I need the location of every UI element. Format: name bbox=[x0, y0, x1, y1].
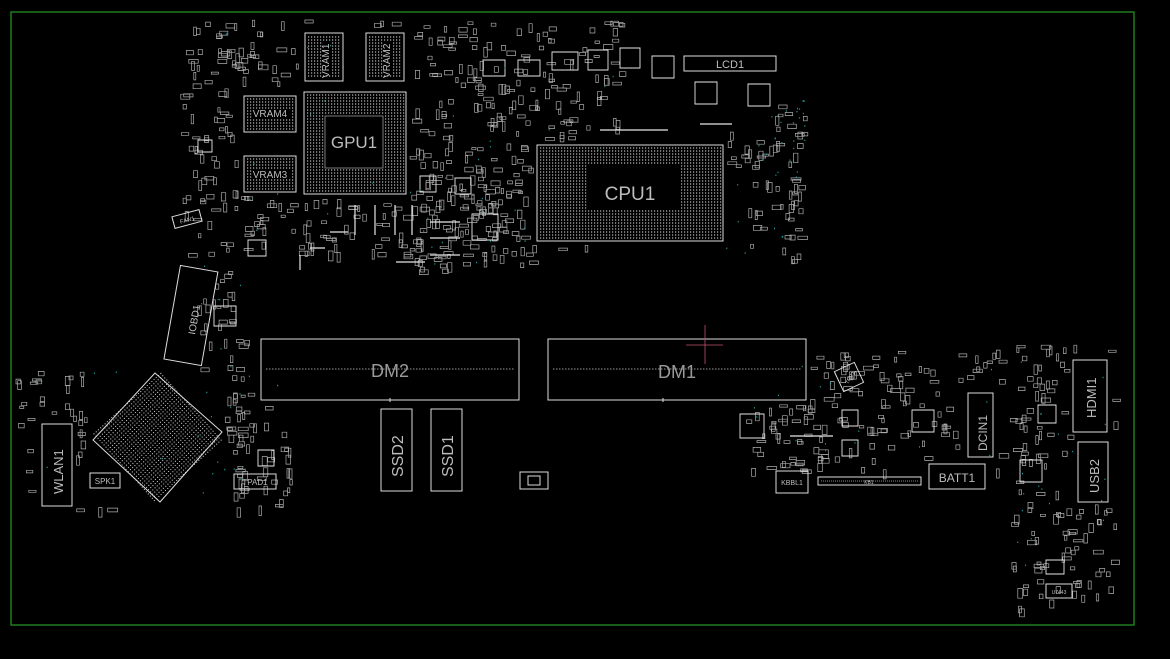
vram3-component[interactable]: VRAM3 bbox=[243, 155, 297, 193]
lcd-connector[interactable]: LCD1 bbox=[683, 55, 777, 72]
kb-connector[interactable]: KB1 bbox=[817, 476, 922, 486]
cpu-label: CPU1 bbox=[605, 184, 656, 205]
dm1-label: DM1 bbox=[658, 362, 696, 382]
cursor-crosshair bbox=[686, 325, 723, 364]
tpad-connector[interactable]: TPAD1 bbox=[233, 473, 277, 490]
small-components-layer bbox=[15, 19, 1121, 618]
spk-connector[interactable]: SPK1 bbox=[89, 472, 121, 489]
vram4-component[interactable]: VRAM4 bbox=[243, 95, 297, 133]
u7443-chip[interactable]: U7443 bbox=[1045, 583, 1073, 599]
kb-label: KB1 bbox=[864, 480, 874, 486]
batt-label: BATT1 bbox=[939, 471, 976, 485]
ssd1-slot[interactable]: SSD1 bbox=[430, 408, 463, 492]
board-outline bbox=[10, 11, 1135, 626]
vram1-component[interactable]: VRAM1 bbox=[304, 32, 344, 82]
wlan-label: WLAN1 bbox=[51, 449, 66, 494]
small-chip-center[interactable] bbox=[519, 471, 549, 490]
fan-connector[interactable]: FAN1 bbox=[171, 208, 203, 230]
dcin-connector[interactable]: DCIN1 bbox=[967, 392, 994, 458]
dcin-label: DCIN1 bbox=[976, 415, 990, 451]
ssd1-label: SSD1 bbox=[440, 435, 457, 477]
u7443-label: U7443 bbox=[1052, 590, 1067, 596]
gpu-label: GPU1 bbox=[331, 133, 377, 152]
usb2-connector[interactable]: USB2 bbox=[1077, 441, 1109, 503]
usb2-label: USB2 bbox=[1087, 459, 1102, 493]
hdmi-connector[interactable]: HDMI1 bbox=[1072, 359, 1108, 433]
gpu-component[interactable]: GPU1 bbox=[303, 91, 407, 195]
kbbl-connector[interactable]: KBBL1 bbox=[775, 470, 809, 494]
thm-label: THM1 bbox=[845, 370, 857, 385]
dm1-slot[interactable]: DM1 bbox=[547, 338, 807, 402]
fan-label: FAN1 bbox=[179, 216, 196, 226]
pch-chip[interactable] bbox=[92, 372, 223, 503]
iobd-label: IOBD1 bbox=[187, 304, 203, 336]
cpu-component[interactable]: CPU1 bbox=[536, 144, 724, 242]
dm2-label: DM2 bbox=[371, 361, 409, 381]
dm2-slot[interactable]: DM2 bbox=[260, 338, 520, 402]
batt-connector[interactable]: BATT1 bbox=[928, 463, 986, 490]
spk-label: SPK1 bbox=[95, 477, 116, 486]
wlan-connector[interactable]: WLAN1 bbox=[41, 423, 73, 507]
vram4-label: VRAM4 bbox=[253, 109, 288, 120]
vram2-label: VRAM2 bbox=[382, 43, 393, 78]
lcd-label: LCD1 bbox=[716, 59, 744, 71]
tpad-label: TPAD1 bbox=[242, 478, 268, 487]
kbbl-label: KBBL1 bbox=[781, 480, 803, 487]
vram2-component[interactable]: VRAM2 bbox=[365, 32, 405, 82]
ssd2-slot[interactable]: SSD2 bbox=[380, 408, 413, 492]
vram3-label: VRAM3 bbox=[253, 170, 288, 181]
ssd2-label: SSD2 bbox=[390, 435, 407, 477]
hdmi-label: HDMI1 bbox=[1084, 378, 1099, 418]
iobd-connector[interactable]: IOBD1 bbox=[163, 264, 219, 367]
vram1-label: VRAM1 bbox=[321, 43, 332, 78]
